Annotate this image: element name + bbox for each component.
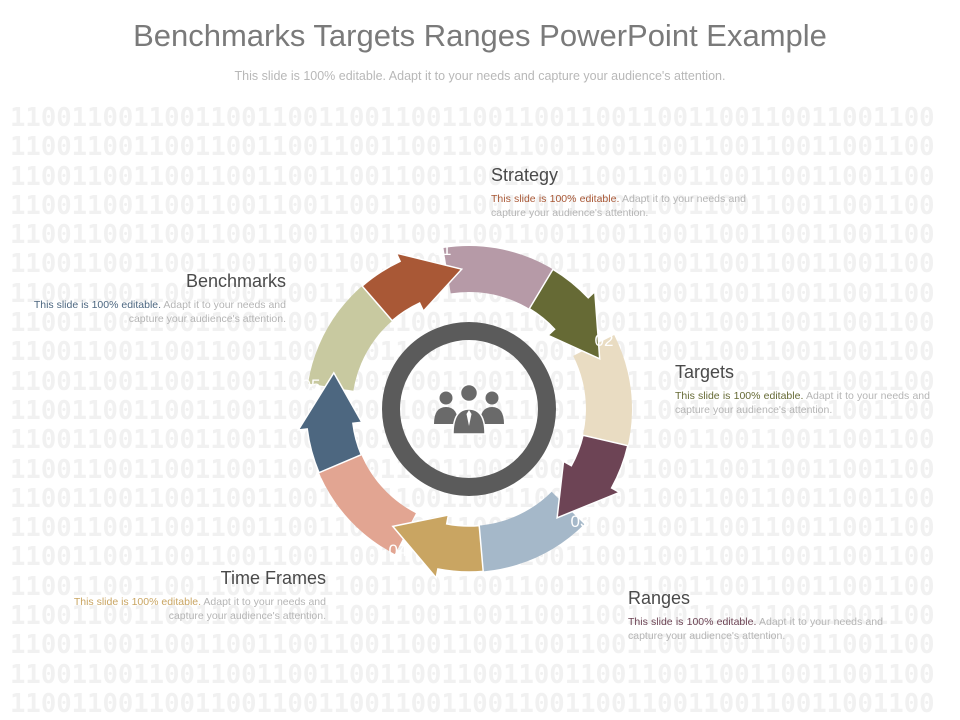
step-text-highlight: This slide is 100% editable.	[73, 596, 202, 608]
step-text-strategy: This slide is 100% editable. Adapt it to…	[491, 192, 746, 220]
step-block-strategy: Strategy This slide is 100% editable. Ad…	[491, 165, 746, 220]
step-label-benchmarks: Benchmarks	[185, 271, 286, 291]
step-block-ranges: Ranges This slide is 100% editable. Adap…	[628, 588, 883, 643]
arrow-03	[556, 434, 629, 519]
arrow-01	[361, 251, 464, 322]
step-text-targets: This slide is 100% editable. Adapt it to…	[675, 389, 930, 417]
step-number-02: 02	[595, 331, 614, 350]
step-label-targets: Targets	[675, 362, 735, 382]
center-ring	[382, 322, 556, 496]
slide-title: Benchmarks Targets Ranges PowerPoint Exa…	[133, 18, 827, 53]
arrow-05	[296, 371, 364, 474]
step-text-benchmarks: This slide is 100% editable. Adapt it to…	[30, 298, 286, 326]
step-text-highlight: This slide is 100% editable.	[33, 299, 162, 311]
slide-subtitle: This slide is 100% editable. Adapt it to…	[234, 69, 726, 83]
step-number-04: 04	[389, 541, 408, 560]
step-text-rest: Adapt it to your needs and capture your …	[675, 390, 930, 416]
step-text-rest: Adapt it to your needs and capture your …	[491, 193, 746, 219]
step-text-highlight: This slide is 100% editable.	[628, 616, 757, 628]
step-text-rest: Adapt it to your needs and capture your …	[128, 299, 286, 325]
step-number-01: 01	[433, 240, 452, 259]
arrow-02	[528, 268, 601, 361]
step-text-highlight: This slide is 100% editable.	[491, 193, 620, 205]
step-text-time-frames: This slide is 100% editable. Adapt it to…	[70, 595, 326, 623]
arrow-04	[391, 514, 485, 580]
step-number-05: 05	[302, 376, 321, 395]
step-label-time-frames: Time Frames	[220, 568, 326, 588]
step-block-benchmarks: Benchmarks This slide is 100% editable. …	[30, 271, 286, 326]
step-text-ranges: This slide is 100% editable. Adapt it to…	[628, 615, 883, 643]
step-label-strategy: Strategy	[491, 165, 559, 185]
step-text-highlight: This slide is 100% editable.	[675, 390, 804, 402]
step-label-ranges: Ranges	[628, 588, 691, 608]
step-text-rest: Adapt it to your needs and capture your …	[168, 596, 326, 622]
step-block-time-frames: Time Frames This slide is 100% editable.…	[70, 568, 326, 623]
step-block-targets: Targets This slide is 100% editable. Ada…	[675, 362, 930, 417]
people-group-icon	[434, 383, 504, 435]
step-text-rest: Adapt it to your needs and capture your …	[628, 616, 883, 642]
step-number-03: 03	[571, 512, 590, 531]
